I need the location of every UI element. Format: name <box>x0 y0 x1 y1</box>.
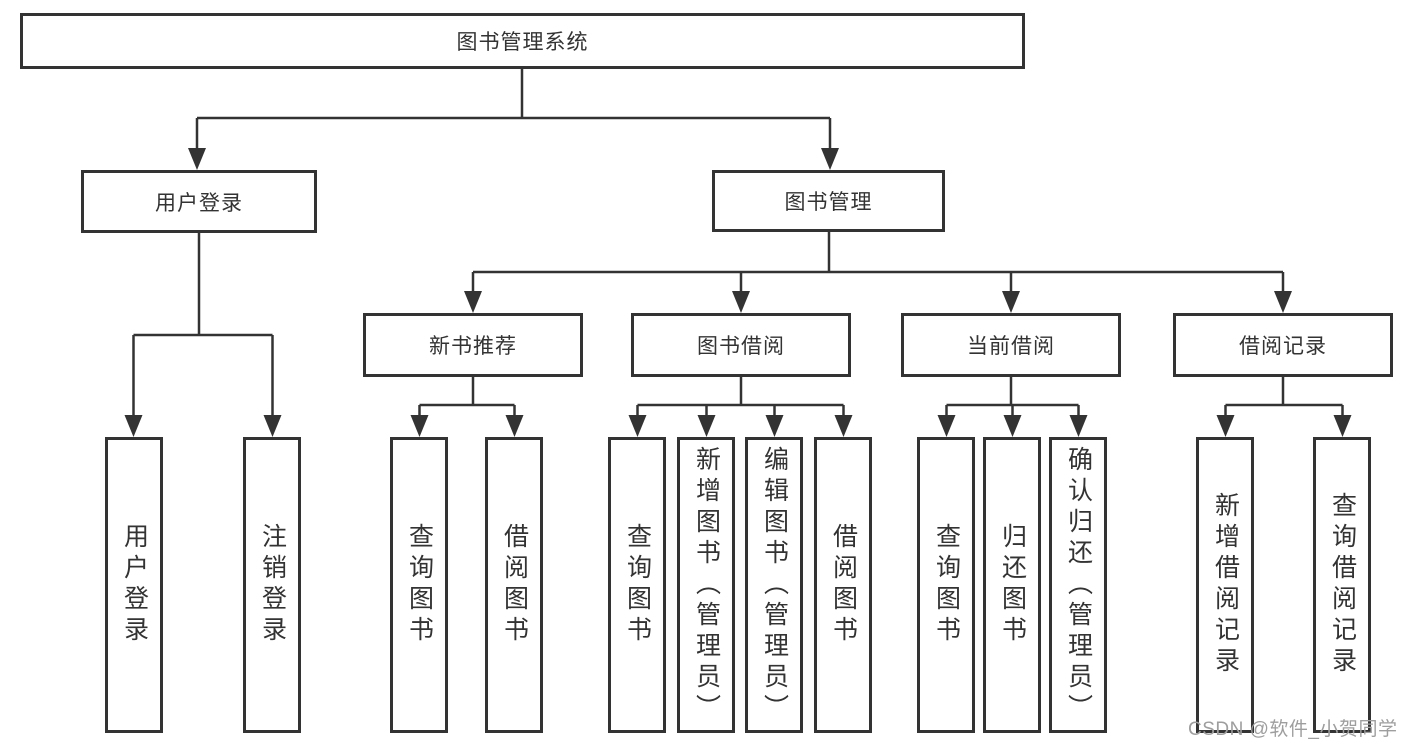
leaf-current-return-books: 归还图书 <box>983 437 1041 733</box>
node-user-login-label: 用户登录 <box>155 191 243 215</box>
node-new-book-recommend-label: 新书推荐 <box>429 335 517 358</box>
node-new-book-recommend: 新书推荐 <box>363 313 583 377</box>
leaf-borrowing-edit-books-admin-label: 编辑图书（管理员） <box>760 445 789 725</box>
connector-new-book-rec-to-leaves <box>418 377 516 421</box>
node-current-borrowing-label: 当前借阅 <box>967 335 1055 358</box>
leaf-borrowing-query-books: 查询图书 <box>608 437 666 733</box>
arrowheads <box>124 148 1352 437</box>
leaf-records-add-record: 新增借阅记录 <box>1196 437 1254 733</box>
node-current-borrowing: 当前借阅 <box>901 313 1121 377</box>
node-borrow-records-label: 借阅记录 <box>1239 335 1327 358</box>
connector-borrow-records-to-leaves <box>1224 377 1344 421</box>
node-root-label: 图书管理系统 <box>456 31 589 54</box>
leaf-current-query-books: 查询图书 <box>917 437 975 733</box>
node-book-borrowing-label: 图书借阅 <box>697 335 785 358</box>
leaf-logout: 注销登录 <box>243 437 301 733</box>
leaf-logout-label: 注销登录 <box>258 523 287 647</box>
node-book-management: 图书管理 <box>712 170 945 232</box>
leaf-current-confirm-return-admin-label: 确认归还（管理员） <box>1064 445 1093 725</box>
connector-current-borrow-to-leaves <box>945 377 1080 421</box>
leaf-user-login-label: 用户登录 <box>120 523 149 647</box>
leaf-borrowing-add-books-admin-label: 新增图书（管理员） <box>692 445 721 725</box>
leaf-current-confirm-return-admin: 确认归还（管理员） <box>1049 437 1107 733</box>
leaf-newrec-query-books: 查询图书 <box>390 437 448 733</box>
leaf-newrec-query-books-label: 查询图书 <box>405 523 434 647</box>
node-book-management-label: 图书管理 <box>784 191 873 214</box>
leaf-current-query-books-label: 查询图书 <box>932 523 961 647</box>
leaf-borrowing-edit-books-admin: 编辑图书（管理员） <box>745 437 803 733</box>
connector-book-mgmt-to-level3 <box>471 232 1285 297</box>
leaf-borrowing-add-books-admin: 新增图书（管理员） <box>677 437 735 733</box>
connector-book-borrow-to-leaves <box>636 377 845 421</box>
leaf-newrec-borrow-books-label: 借阅图书 <box>500 523 529 647</box>
connector-root-to-level2 <box>195 69 832 154</box>
leaf-current-return-books-label: 归还图书 <box>998 523 1027 647</box>
leaf-borrowing-borrow-books-label: 借阅图书 <box>829 523 858 647</box>
node-user-login: 用户登录 <box>81 170 317 233</box>
leaf-newrec-borrow-books: 借阅图书 <box>485 437 543 733</box>
leaf-records-add-record-label: 新增借阅记录 <box>1211 492 1240 678</box>
connector-user-login-to-leaves <box>132 233 274 421</box>
leaf-user-login: 用户登录 <box>105 437 163 733</box>
leaf-records-query-record-label: 查询借阅记录 <box>1328 492 1357 678</box>
leaf-borrowing-query-books-label: 查询图书 <box>623 523 652 647</box>
leaf-borrowing-borrow-books: 借阅图书 <box>814 437 872 733</box>
node-root: 图书管理系统 <box>20 13 1025 69</box>
node-book-borrowing: 图书借阅 <box>631 313 851 377</box>
node-borrow-records: 借阅记录 <box>1173 313 1393 377</box>
leaf-records-query-record: 查询借阅记录 <box>1313 437 1371 733</box>
watermark: CSDN @软件_小贺同学 <box>1188 719 1398 740</box>
